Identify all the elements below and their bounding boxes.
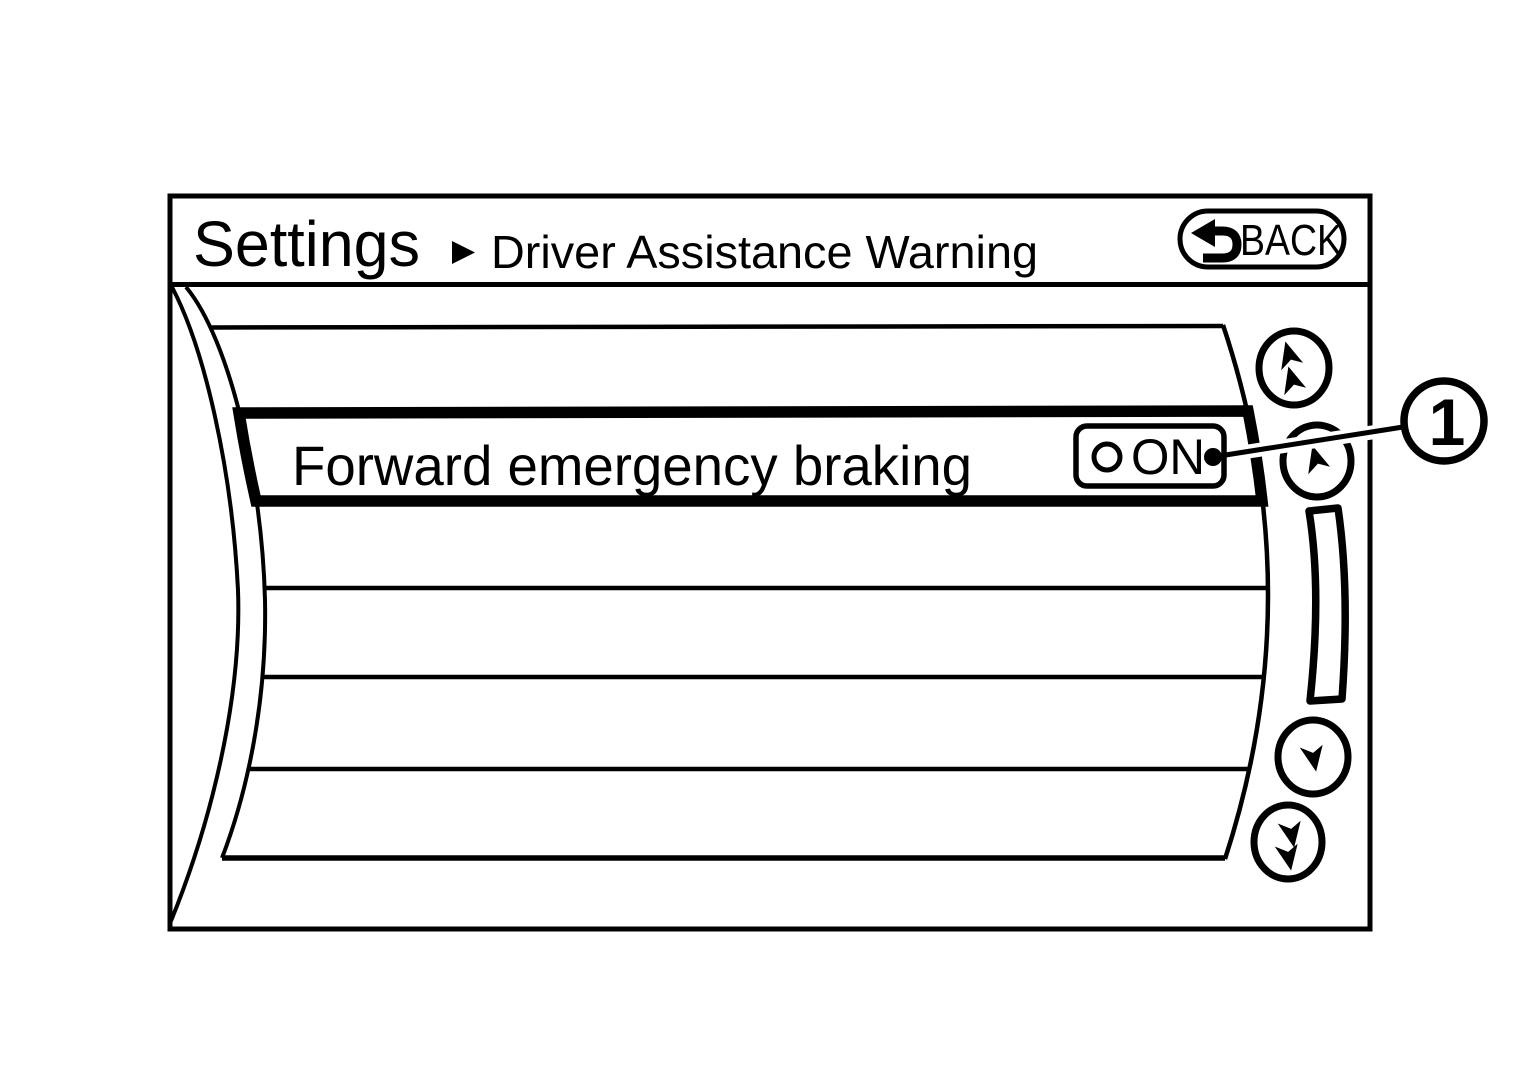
circle-indicator-icon [1091, 441, 1123, 473]
callout-1: 1 [1204, 377, 1488, 466]
selected-item-label: Forward emergency braking [292, 434, 972, 497]
down-arrow-icon [1299, 744, 1323, 772]
toggle-on-button[interactable]: ON [1073, 423, 1227, 489]
list-row-divider [209, 323, 1224, 330]
scrollbar-track[interactable] [1305, 504, 1349, 705]
callout-dot [1204, 448, 1222, 466]
callout-line [1212, 424, 1404, 460]
up-arrow-icon [1308, 445, 1331, 475]
page-subtitle: Driver Assistance Warning [491, 226, 1038, 278]
bezel-curve-inner [184, 285, 268, 859]
back-button-label: BACK [1240, 216, 1342, 265]
back-button[interactable]: BACK [1177, 208, 1347, 270]
selected-item-highlight-border[interactable] [232, 405, 1269, 507]
page-title: Settings [193, 208, 420, 280]
screen-frame [167, 193, 1373, 932]
scroll-page-down-button[interactable] [1250, 801, 1326, 883]
back-button-pill[interactable] [1177, 208, 1347, 270]
toggle-on-label: ON [1131, 429, 1205, 485]
double-down-arrow-icon [1274, 820, 1301, 871]
list-panel-right-edge [1220, 324, 1271, 860]
breadcrumb-arrow-icon [452, 241, 475, 264]
double-up-arrow-icon [1281, 341, 1307, 396]
scroll-page-up-button[interactable] [1255, 327, 1333, 409]
callout-number: 1 [1429, 385, 1466, 459]
callout-circle [1400, 377, 1488, 465]
bezel-curve-outer [169, 286, 241, 922]
scroll-down-button[interactable] [1274, 716, 1352, 798]
return-arrow-icon [1191, 219, 1242, 263]
selected-list-item[interactable]: Forward emergency braking ON [232, 405, 1269, 507]
